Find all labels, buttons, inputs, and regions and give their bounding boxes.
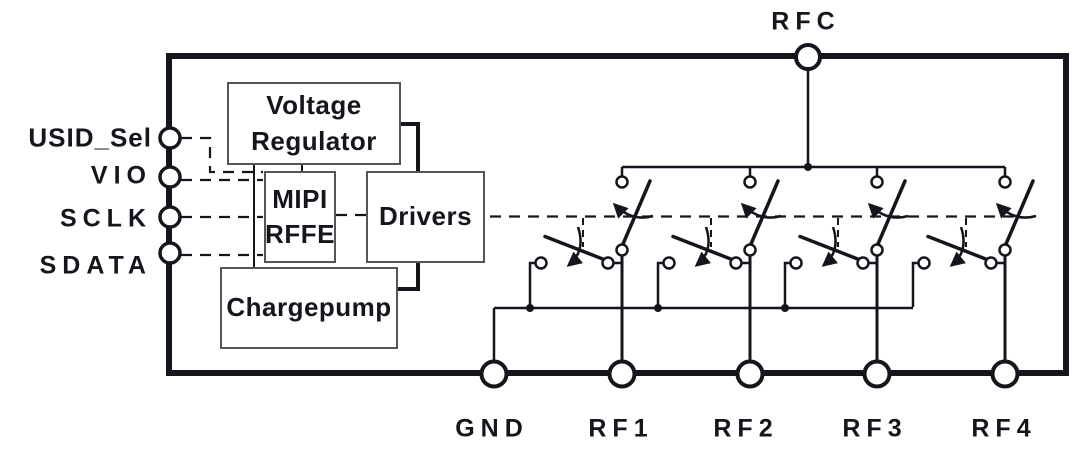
voltage-regulator-label: Voltage Regulator [228, 83, 400, 164]
rf4-pin [990, 359, 1020, 389]
chargepump-label: Chargepump [226, 292, 392, 323]
voltage-regulator-line2: Regulator [251, 125, 377, 156]
switch-cell-rf3 [785, 167, 908, 363]
rfc-network [622, 68, 1005, 171]
drivers-chargepump-wire [398, 261, 420, 291]
drivers-box [366, 171, 485, 263]
usid-sel-dashed-wire [181, 136, 263, 174]
usid-sel-pin [158, 126, 182, 150]
rfc-bus-junction-dot [804, 163, 812, 171]
vio-pin [158, 165, 182, 189]
control-pin-wires [181, 136, 263, 257]
switch-cell-rf4 [913, 167, 1036, 363]
pin-label-rfc: RFC [771, 7, 841, 36]
rf3-pin [862, 359, 892, 389]
regulator-drivers-wire [400, 122, 420, 171]
pin-label-rf2: RF2 [713, 414, 779, 443]
pin-label-usid-sel: USID_Sel [28, 122, 152, 153]
chargepump-box [220, 267, 398, 349]
switch-cell-rf2 [658, 167, 781, 363]
mipi-rffe-box [264, 171, 336, 263]
mipi-rffe-line1: MIPI [272, 183, 328, 214]
gnd-junction-dot-rf1 [526, 304, 534, 312]
gnd-junction-dot-rf3 [781, 304, 789, 312]
sdata-pin [158, 241, 182, 265]
rf1-pin [607, 359, 637, 389]
pin-label-rf4: RF4 [971, 414, 1037, 443]
sclk-pin [158, 205, 182, 229]
drivers-label: Drivers [378, 201, 473, 232]
rf2-pin [735, 359, 765, 389]
pin-label-sclk: SCLK [59, 204, 152, 233]
pin-label-rf3: RF3 [842, 414, 908, 443]
function-blocks [220, 82, 485, 349]
gnd-junction-dot-rf2 [654, 304, 662, 312]
gnd-pin [479, 359, 509, 389]
ground-network [492, 304, 913, 362]
rfc-pin [794, 43, 822, 71]
pin-label-vio: VIO [90, 161, 152, 190]
pin-label-rf1: RF1 [588, 414, 654, 443]
switch-cell-rf1 [530, 167, 653, 363]
pin-label-sdata: SDATA [39, 251, 152, 280]
mipi-rffe-label: MIPI RFFE [265, 172, 335, 262]
package-pins [158, 43, 1020, 389]
mipi-rffe-line2: RFFE [265, 219, 335, 249]
voltage-regulator-line1: Voltage [266, 90, 362, 121]
pin-label-gnd: GND [455, 414, 529, 443]
voltage-regulator-box [227, 82, 401, 165]
